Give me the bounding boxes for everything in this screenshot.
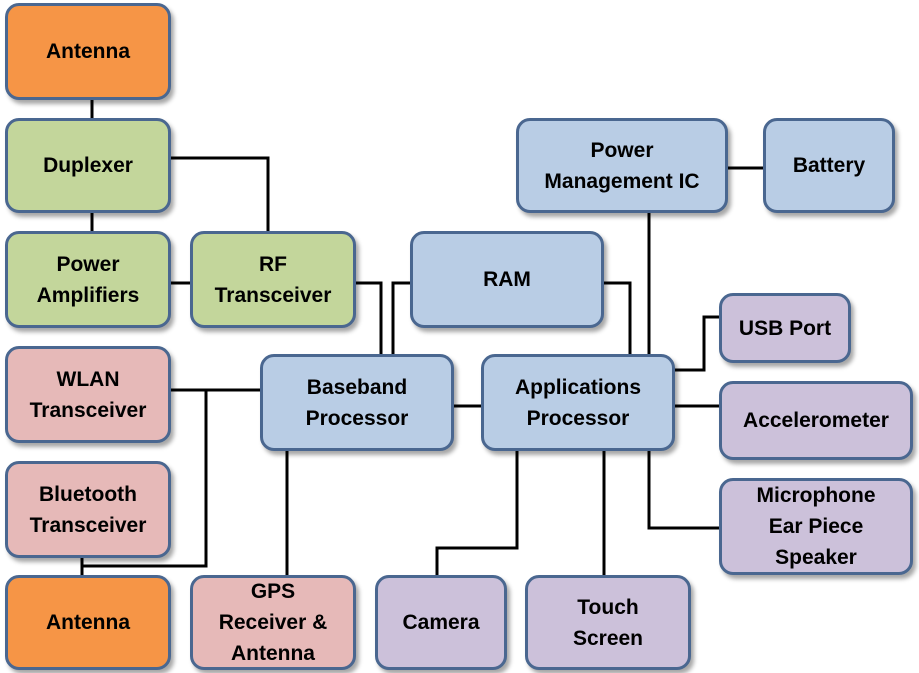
wire-applications-audio: [647, 451, 719, 530]
power-amplifiers-block: Power Amplifiers: [5, 231, 171, 328]
wire-rf-transceiver-baseband: [356, 281, 383, 354]
antenna-label: Antenna: [46, 40, 130, 63]
usb-port-block: USB Port: [719, 293, 851, 363]
rf-transceiver-label: RF Transceiver: [214, 252, 332, 307]
wlan-transceiver-block: WLAN Transceiver: [5, 346, 171, 443]
rf-transceiver-block: RF Transceiver: [190, 231, 356, 328]
gps-receiver-label: GPS Receiver & Antenna: [218, 580, 328, 665]
battery-label: Battery: [792, 154, 866, 177]
wire-bluetooth-baseband: [82, 390, 208, 568]
camera-block: Camera: [375, 575, 507, 670]
wire-applications-camera: [435, 451, 519, 575]
wire-applications-usb: [675, 315, 719, 372]
power-management-ic-label: Power Management IC: [544, 138, 700, 193]
duplexer-label: Duplexer: [43, 154, 133, 177]
touch-screen-label: Touch Screen: [572, 595, 644, 650]
wire-ram-baseband: [391, 281, 410, 354]
power-amplifiers-label: Power Amplifiers: [36, 252, 140, 307]
applications-processor-label: Applications Processor: [514, 375, 641, 430]
antenna-block: Antenna: [5, 575, 171, 670]
wire-ram-applications: [604, 281, 632, 354]
audio-label: Microphone Ear Piece Speaker: [756, 484, 876, 569]
bluetooth-transceiver-block: Bluetooth Transceiver: [5, 461, 171, 558]
baseband-processor-block: Baseband Processor: [260, 354, 454, 451]
bluetooth-transceiver-label: Bluetooth Transceiver: [29, 482, 147, 537]
accelerometer-label: Accelerometer: [743, 409, 889, 432]
antenna-label: Antenna: [46, 611, 130, 634]
ram-block: RAM: [410, 231, 604, 328]
wlan-transceiver-label: WLAN Transceiver: [29, 367, 147, 422]
touch-screen-block: Touch Screen: [525, 575, 691, 670]
antenna-block: Antenna: [5, 3, 171, 100]
audio-block: Microphone Ear Piece Speaker: [719, 478, 913, 575]
gps-receiver-block: GPS Receiver & Antenna: [190, 575, 356, 670]
applications-processor-block: Applications Processor: [481, 354, 675, 451]
battery-block: Battery: [763, 118, 895, 213]
power-management-ic-block: Power Management IC: [516, 118, 728, 213]
usb-port-label: USB Port: [738, 316, 832, 340]
duplexer-block: Duplexer: [5, 118, 171, 213]
ram-label: RAM: [483, 268, 531, 291]
camera-label: Camera: [402, 611, 480, 634]
accelerometer-block: Accelerometer: [719, 381, 913, 460]
wire-duplexer-rf-transceiver: [171, 156, 270, 231]
baseband-processor-label: Baseband Processor: [305, 375, 409, 430]
